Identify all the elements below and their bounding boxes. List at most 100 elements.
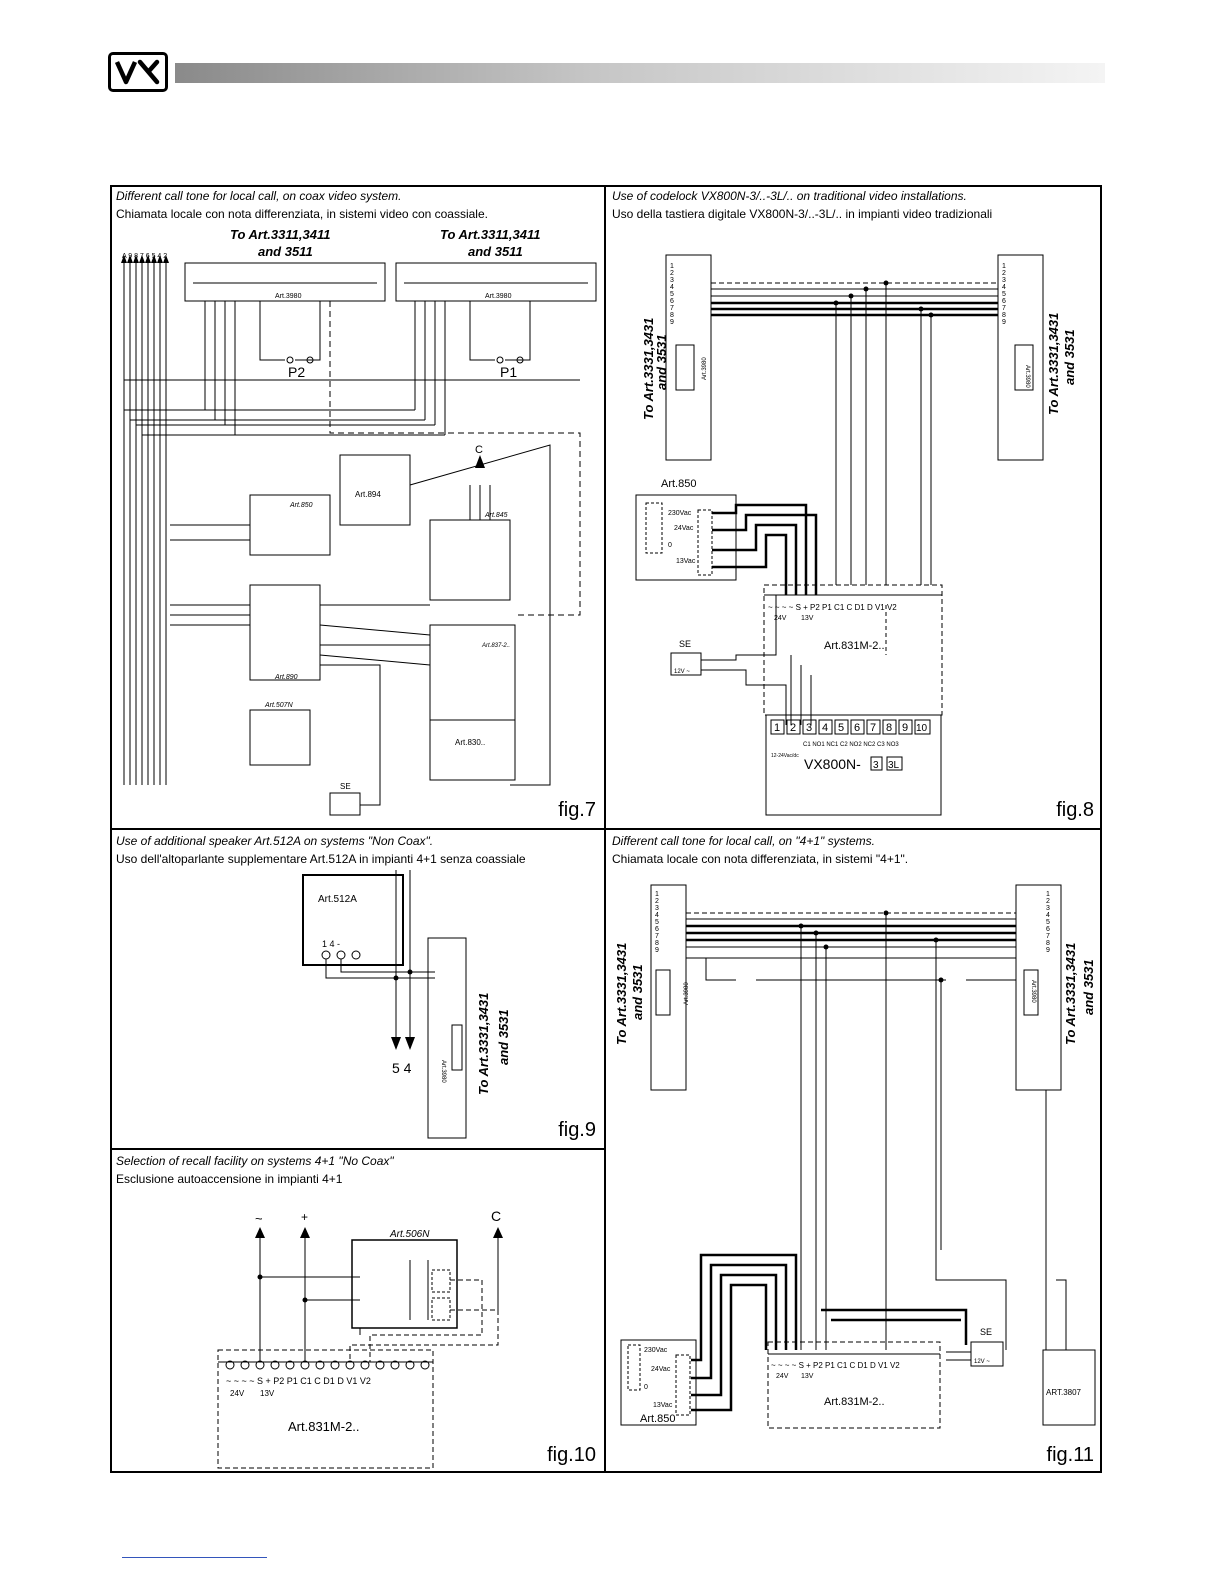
svg-text:3: 3 [1046, 905, 1050, 912]
svg-text:2: 2 [670, 270, 674, 277]
fig8-panel: Use of codelock VX800N-3/..-3L/.. on tra… [606, 185, 1102, 830]
fig7-art507n: Art.507N [264, 702, 294, 709]
svg-text:7: 7 [655, 933, 659, 940]
fig7-se: SE [340, 782, 351, 791]
fig8-sub-24v: 24V [774, 615, 787, 622]
svg-text:4: 4 [655, 912, 659, 919]
svg-text:3: 3 [1002, 277, 1006, 284]
fig8-art831: Art.831M-2.. [824, 640, 885, 652]
fig8-v24: 24Vac [674, 525, 694, 532]
fig8-vx800n-box2: 3L [888, 760, 900, 771]
fig11-art3807: ART.3807 [1046, 1388, 1082, 1397]
svg-text:2: 2 [655, 898, 659, 905]
fig10-art506n-box [351, 1239, 458, 1329]
fig10-sub-13v: 13V [260, 1389, 275, 1398]
fig8-left-and: and 3531 [654, 334, 669, 390]
fig10-art506n: Art.506N [389, 1229, 430, 1240]
svg-text:3: 3 [670, 277, 674, 284]
fig8-title-en: Use of codelock VX800N-3/..-3L/.. on tra… [612, 189, 967, 203]
fig7-art845: Art.845 [484, 512, 508, 519]
fig7-art3980-b-box [395, 262, 597, 302]
fig11-se-box [970, 1341, 1004, 1367]
svg-text:6: 6 [1046, 926, 1050, 933]
vx-logo-mark [114, 59, 160, 85]
fig10-art831-box [217, 1349, 434, 1469]
fig7-art3980-b: Art.3980 [485, 293, 512, 300]
fig11-art3980-right: Art.3980 [1030, 980, 1036, 1003]
fig8-art3980-left: Art.3980 [702, 357, 708, 380]
fig11-art3980-right-box [1015, 884, 1062, 1091]
fig7-and-label-1: and 3511 [258, 244, 313, 259]
svg-text:3: 3 [655, 905, 659, 912]
fig10-art831: Art.831M-2.. [288, 1419, 360, 1434]
fig8-title-it: Uso della tastiera digitale VX800N-3/..-… [612, 207, 993, 221]
svg-text:7: 7 [1046, 933, 1050, 940]
svg-text:5: 5 [1046, 919, 1050, 926]
fig9-art3980-box [427, 937, 467, 1139]
svg-text:9: 9 [670, 319, 674, 326]
svg-text:5: 5 [1002, 291, 1006, 298]
svg-text:7: 7 [670, 305, 674, 312]
fig8-key-3: 3 [806, 722, 812, 734]
fig11-art3807-box [1042, 1349, 1096, 1426]
fig8-label: fig.8 [1056, 799, 1094, 821]
fig11-right-to: To Art.3331,3431 [1063, 943, 1078, 1045]
fig8-sub-13v: 13V [801, 615, 814, 622]
fig8-key-9: 9 [902, 722, 908, 734]
fig9-art512a-box [302, 874, 404, 966]
fig7-label: fig.7 [558, 799, 596, 821]
fig8-art3980-right-box [997, 254, 1044, 461]
svg-text:4: 4 [1002, 284, 1006, 291]
svg-text:8: 8 [655, 940, 659, 947]
fig11-diagram: 123 456 789 123 456 789 To Art.3331,3431… [614, 884, 1096, 1429]
fig7-to-label-2: To Art.3311,3411 [440, 227, 540, 242]
fig10-label: fig.10 [547, 1444, 596, 1466]
svg-text:5: 5 [655, 919, 659, 926]
fig7-and-label-2: and 3511 [468, 244, 523, 259]
fig10-diagram: ~ + C Art.506N ~ ~ ~ ~ S + P2 P1 C1 C D1… [217, 1208, 503, 1469]
svg-text:8: 8 [1046, 940, 1050, 947]
fig11-art831: Art.831M-2.. [824, 1396, 885, 1408]
svg-text:7: 7 [1002, 305, 1006, 312]
fig8-key-6: 6 [854, 722, 860, 734]
svg-text:1: 1 [655, 891, 659, 898]
fig8-se-box [670, 652, 702, 676]
fig8-key-1: 1 [774, 722, 780, 734]
fig11-se-volt: 12V ~ [974, 1359, 990, 1365]
fig11-left-and: and 3531 [630, 964, 645, 1020]
fig7-art894: Art.894 [355, 490, 381, 499]
fig7-art894-box [339, 454, 411, 526]
fig8-keypad-keys: 1 2 3 4 5 6 7 8 9 10 [770, 719, 931, 735]
svg-text:6: 6 [1002, 298, 1006, 305]
fig8-vx800n: VX800N- [804, 756, 861, 772]
fig7-se-box [329, 792, 361, 816]
fig7-art830-box [429, 719, 516, 781]
fig10-plus: + [301, 1210, 308, 1224]
fig7-button-p2: P2 [288, 364, 305, 380]
fig8-v230: 230Vac [668, 510, 692, 517]
fig11-art3980-left: Art.3980 [684, 982, 690, 1005]
fig8-se: SE [679, 639, 691, 649]
fig7-art507n-box [249, 709, 311, 766]
fig8-right-to: To Art.3331,3431 [1046, 313, 1061, 415]
fig8-art3980-right: Art.3980 [1024, 365, 1030, 388]
fig8-key-5: 5 [838, 722, 844, 734]
fig11-right-and: and 3531 [1081, 959, 1096, 1015]
fig9-bottom-nums: 5 4 [392, 1060, 412, 1076]
fig11-v230: 230Vac [644, 1347, 668, 1354]
fig10-sub-24v: 24V [230, 1389, 245, 1398]
fig9-panel: Use of additional speaker Art.512A on sy… [110, 830, 606, 1150]
fig9-art512a: Art.512A [318, 894, 357, 905]
svg-text:6: 6 [670, 298, 674, 305]
fig11-sub-13v: 13V [801, 1373, 814, 1380]
fig11-art831-box [767, 1341, 941, 1429]
fig7-art845-box [429, 519, 511, 601]
svg-text:1: 1 [670, 263, 674, 270]
fig8-se-volt: 12V ~ [674, 669, 690, 675]
footer-rule [122, 1557, 267, 1558]
fig11-art3980-left-box [650, 884, 687, 1091]
svg-text:8: 8 [1002, 312, 1006, 319]
fig8-diagram: 123 456 789 123 456 789 To Art.3331,3431… [635, 254, 1077, 816]
fig7-art837-box [429, 624, 516, 721]
svg-text:8: 8 [670, 312, 674, 319]
